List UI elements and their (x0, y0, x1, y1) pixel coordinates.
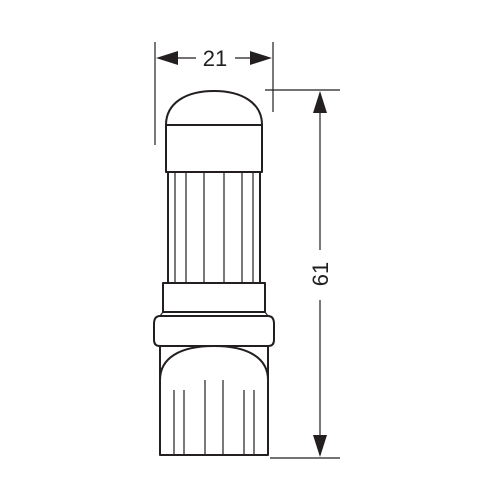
bulb-dome (165, 90, 263, 126)
bulb-wedge-base (159, 346, 269, 456)
bulb-led-body (167, 171, 261, 284)
height-dimension: 61 (265, 89, 340, 459)
height-arrow-top (313, 91, 327, 113)
bulb-flange-joint (264, 311, 269, 317)
bulb-collar (162, 282, 266, 313)
height-label: 61 (308, 262, 333, 286)
bulb-flange-joint (159, 311, 164, 317)
bulb-base-flange (153, 315, 275, 347)
width-dimension: 21 (154, 42, 274, 145)
bulb-base-curve (159, 345, 269, 381)
width-label: 21 (203, 46, 227, 71)
width-arrow-right (250, 51, 272, 65)
bulb-outline (153, 90, 275, 456)
bulb-head (165, 124, 263, 173)
height-arrow-bottom (313, 435, 327, 457)
width-arrow-left (156, 51, 178, 65)
